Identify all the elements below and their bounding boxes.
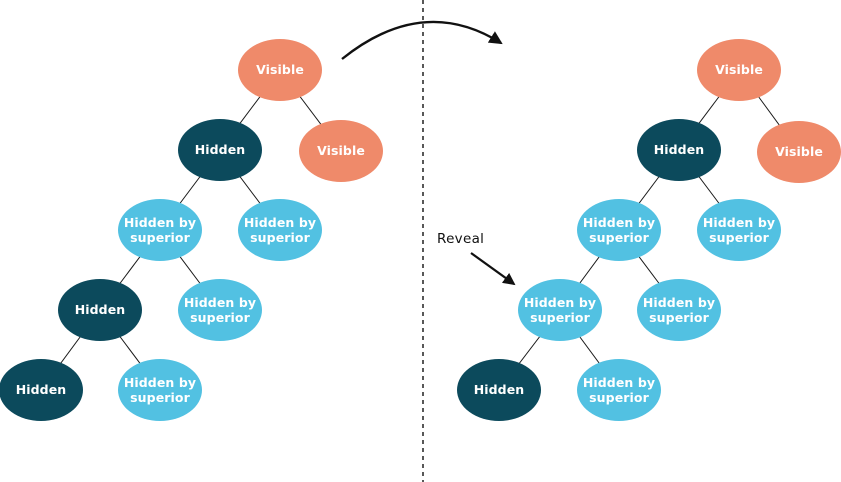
tree-after-node-hidden-by-superior: Hidden by superior [577, 199, 661, 261]
tree-before-node-hidden-by-superior: Hidden by superior [118, 199, 202, 261]
tree-after-node-hidden-by-superior-revealed: Hidden by superior [518, 279, 602, 341]
tree-before-node-hidden: Hidden [58, 279, 142, 341]
tree-before-node-hidden-by-superior: Hidden by superior [178, 279, 262, 341]
tree-after-node-hidden-by-superior: Hidden by superior [697, 199, 781, 261]
reveal-label: Reveal [437, 231, 485, 247]
reveal-arrow [470, 252, 516, 286]
tree-before-node-hidden: Hidden [178, 119, 262, 181]
transform-arrow [341, 20, 503, 60]
tree-before-node-visible: Visible [299, 120, 383, 182]
tree-after-node-visible: Visible [697, 39, 781, 101]
tree-after-node-visible: Visible [757, 121, 841, 183]
tree-before-node-hidden: Hidden [0, 359, 83, 421]
tree-after-node-hidden: Hidden [637, 119, 721, 181]
tree-after-node-hidden: Hidden [457, 359, 541, 421]
tree-after-node-hidden-by-superior: Hidden by superior [637, 279, 721, 341]
tree-before-node-hidden-by-superior: Hidden by superior [118, 359, 202, 421]
tree-before-node-hidden-by-superior: Hidden by superior [238, 199, 322, 261]
tree-after-node-hidden-by-superior: Hidden by superior [577, 359, 661, 421]
tree-before-node-visible: Visible [238, 39, 322, 101]
